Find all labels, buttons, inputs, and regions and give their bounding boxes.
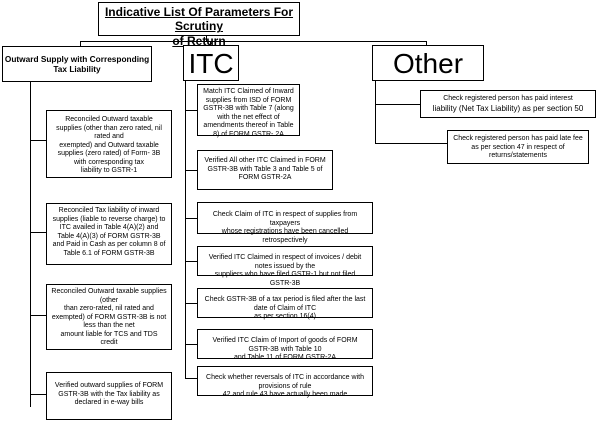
middle-box-1-line-6: 8) of FORM GSTR- 2A bbox=[213, 130, 284, 138]
middle-branch-3 bbox=[185, 218, 197, 219]
middle-box-1: Match ITC Claimed of Inward supplies fro… bbox=[197, 84, 300, 138]
middle-box-7-line-2: 42 and rule 43 have actually been made bbox=[222, 391, 348, 399]
middle-box-3: Check Claim of ITC in respect of supplie… bbox=[197, 202, 373, 244]
title-line-2: of Return bbox=[172, 33, 226, 48]
left-box-4: Verified outward supplies of FORM GSTR-3… bbox=[46, 372, 172, 420]
middle-box-1-line-5: amendments thereof in Table bbox=[203, 122, 294, 130]
middle-box-2: Verified All other ITC Claimed in FORM G… bbox=[197, 150, 333, 190]
middle-box-3-line-1: Check Claim of ITC in respect of supplie… bbox=[212, 211, 358, 227]
right-branch-1 bbox=[375, 104, 420, 105]
middle-box-7: Check whether reversals of ITC in accord… bbox=[197, 366, 373, 398]
connector-to-left-heading bbox=[80, 41, 81, 46]
middle-branch-1 bbox=[185, 110, 197, 111]
middle-branch-4 bbox=[185, 261, 197, 262]
left-box-1-line-4: exempted) and Outward taxable bbox=[59, 141, 159, 149]
right-box-1-line-2: liability (Net Tax Liability) as per sec… bbox=[432, 103, 584, 113]
middle-box-7-line-1: Check whether reversals of ITC in accord… bbox=[206, 374, 364, 390]
middle-branch-2 bbox=[185, 170, 197, 171]
middle-box-4-line-1: Verified ITC Claimed in respect of invoi… bbox=[208, 254, 362, 270]
middle-box-1-line-1: Match ITC Claimed of Inward bbox=[203, 88, 294, 95]
connector-top-bar bbox=[80, 41, 427, 42]
left-box-1-line-7: liability to GSTR-1 bbox=[80, 167, 138, 175]
middle-box-2-line-1: Verified All other ITC Claimed in FORM bbox=[204, 157, 326, 164]
right-branch-2 bbox=[375, 143, 447, 144]
middle-box-6-line-1: Verified ITC Claim of Import of goods of… bbox=[212, 337, 358, 353]
left-box-3-line-5: less than the net bbox=[83, 322, 135, 330]
middle-box-3-line-2: whose registrations have been cancelled … bbox=[221, 228, 349, 244]
middle-branch-6 bbox=[185, 344, 197, 345]
connector-to-middle-heading bbox=[210, 41, 211, 45]
middle-branch-7 bbox=[185, 378, 197, 379]
middle-box-5-line-1: Check GSTR-3B of a tax period is filed a… bbox=[204, 296, 366, 312]
title-line-1: Indicative List Of Parameters For Scruti… bbox=[104, 5, 294, 34]
left-box-3: Reconciled Outward taxable supplies (oth… bbox=[46, 284, 172, 350]
right-box-2: Check registered person has paid late fe… bbox=[447, 130, 589, 164]
left-box-1-line-2: supplies (other than zero rated, nil bbox=[56, 124, 162, 132]
right-box-2-line-2: as per section 47 in respect of bbox=[471, 143, 565, 151]
middle-box-6-line-2: and Table 11 of FORM GSTR-2A bbox=[233, 354, 337, 362]
left-box-2-line-6: Table 6.1 of FORM GSTR-3B bbox=[63, 249, 155, 257]
left-box-4-line-2: GSTR-3B with the Tax liability as bbox=[58, 390, 160, 398]
middle-box-1-line-4: with the net effect of bbox=[217, 113, 280, 121]
left-box-4-line-1: Verified outward supplies of FORM bbox=[54, 382, 164, 389]
diagram-title: Indicative List Of Parameters For Scruti… bbox=[98, 2, 300, 48]
left-branch-1 bbox=[30, 140, 46, 141]
left-box-3-line-4: exempted) of FORM GSTR-3B is not bbox=[51, 313, 167, 321]
left-box-2-line-4: Table 4(A)(3) of FORM GSTR-3B bbox=[57, 232, 161, 240]
middle-box-2-line-3: FORM GSTR-2A bbox=[238, 174, 292, 182]
middle-box-1-line-2: supplies from ISD of FORM bbox=[205, 96, 292, 104]
right-box-1-line-1: Check registered person has paid interes… bbox=[443, 95, 573, 102]
left-box-2-line-1: Reconciled Tax liability of inward bbox=[58, 207, 160, 214]
left-box-1-line-1: Reconciled Outward taxable bbox=[65, 116, 153, 123]
right-box-2-line-1: Check registered person has paid late fe… bbox=[453, 135, 583, 142]
left-branch-2 bbox=[30, 232, 46, 233]
left-box-1-line-3: rated and bbox=[94, 133, 124, 141]
left-box-1-line-5: supplies (zero rated) of Form- 3B bbox=[57, 150, 161, 158]
right-spine bbox=[375, 81, 376, 144]
heading-outward-supply: Outward Supply with Corresponding Tax Li… bbox=[2, 46, 152, 82]
left-box-1: Reconciled Outward taxable supplies (oth… bbox=[46, 110, 172, 178]
left-spine bbox=[30, 82, 31, 407]
middle-box-2-line-2: GSTR-3B with Table 3 and Table 5 of bbox=[207, 165, 323, 173]
right-box-1: Check registered person has paid interes… bbox=[420, 90, 596, 118]
left-box-3-line-2: (other bbox=[99, 296, 119, 304]
left-box-3-line-1: Reconciled Outward taxable supplies bbox=[51, 288, 167, 295]
middle-box-5: Check GSTR-3B of a tax period is filed a… bbox=[197, 288, 373, 320]
left-box-2-line-5: and Paid in Cash as per column 8 of bbox=[52, 241, 166, 249]
middle-branch-5 bbox=[185, 303, 197, 304]
right-box-2-line-3: returns/statements bbox=[489, 152, 547, 160]
middle-box-5-line-2: as per section 16(4) bbox=[254, 313, 316, 321]
left-branch-3 bbox=[30, 315, 46, 316]
left-box-4-line-3: declared in e-way bills bbox=[74, 399, 144, 407]
left-box-1-line-6: with corresponding tax bbox=[73, 158, 145, 166]
left-box-2-line-3: ITC availed in Table 4(A)(2) and bbox=[59, 224, 159, 232]
left-box-3-line-6: amount liable for TCS and TDS credit bbox=[60, 330, 158, 347]
middle-box-4: Verified ITC Claimed in respect of invoi… bbox=[197, 246, 373, 287]
middle-spine bbox=[185, 81, 186, 379]
connector-to-right-heading bbox=[426, 41, 427, 45]
middle-box-4-line-2: suppliers who have filed GSTR-1 but not … bbox=[214, 271, 356, 287]
connector-title-down bbox=[206, 36, 207, 42]
left-box-2-line-2: supplies (liable to reverse charge) to bbox=[52, 215, 166, 223]
left-box-2: Reconciled Tax liability of inward suppl… bbox=[46, 203, 172, 265]
left-box-3-line-3: than zero-rated, nil rated and bbox=[64, 305, 154, 313]
middle-box-6: Verified ITC Claim of Import of goods of… bbox=[197, 329, 373, 361]
left-branch-4 bbox=[30, 394, 46, 395]
heading-itc: ITC bbox=[183, 45, 239, 81]
middle-box-1-line-3: GSTR-3B with Table 7 (along bbox=[203, 105, 294, 113]
heading-other: Other bbox=[372, 45, 484, 81]
